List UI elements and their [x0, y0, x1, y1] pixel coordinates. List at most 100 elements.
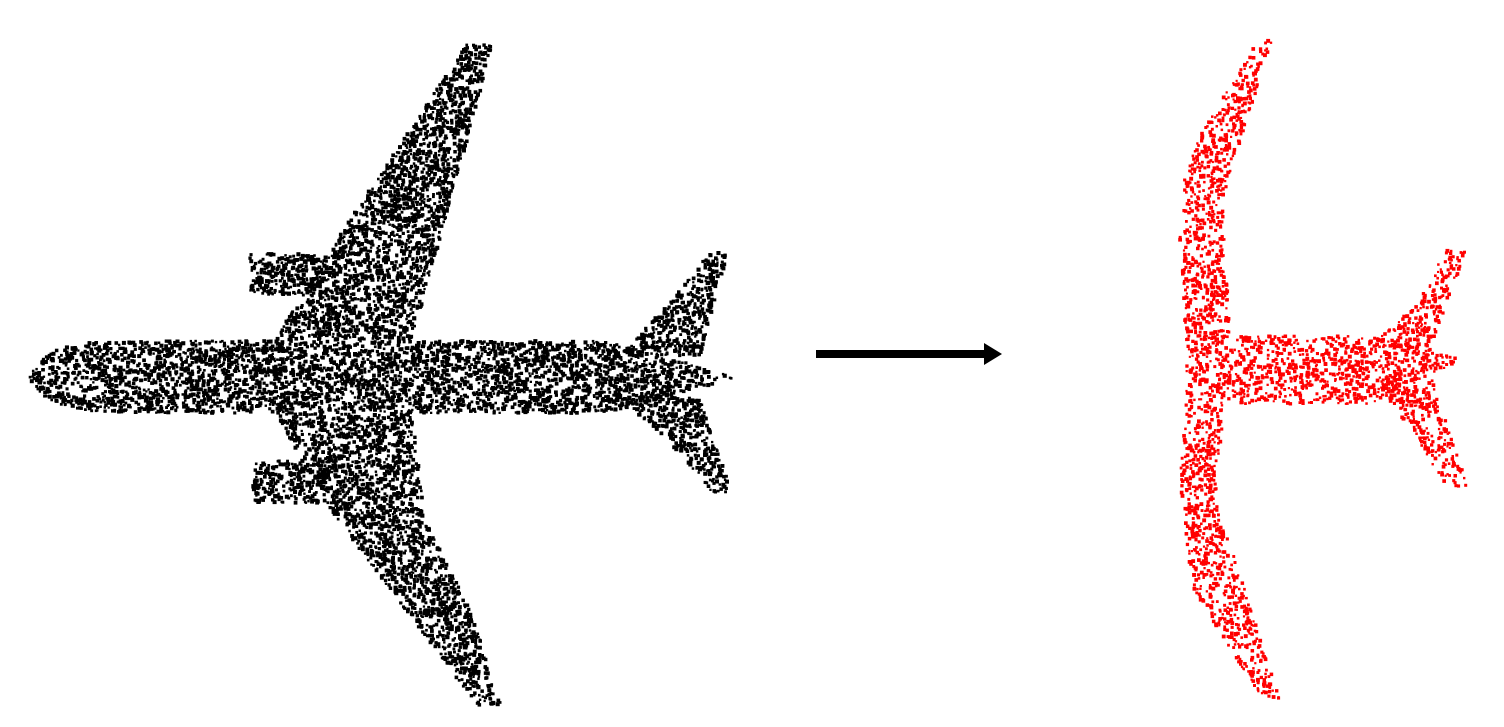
input-cloud-point: [378, 407, 382, 410]
input-cloud-point: [603, 390, 606, 394]
input-cloud-point: [385, 394, 389, 398]
input-cloud-point: [451, 385, 455, 389]
input-cloud-point: [293, 348, 296, 352]
input-cloud-point: [668, 384, 673, 389]
input-cloud-point: [236, 406, 240, 410]
input-cloud-point: [479, 373, 483, 378]
input-cloud-point: [640, 392, 644, 396]
input-cloud-point: [444, 372, 449, 377]
input-cloud-point: [450, 403, 454, 407]
input-cloud-point: [158, 378, 163, 383]
input-cloud-point: [499, 385, 504, 390]
input-cloud-point: [536, 388, 540, 393]
input-cloud-point: [385, 172, 389, 176]
input-cloud-point: [204, 361, 209, 366]
input-cloud-point: [458, 397, 462, 401]
input-cloud-point: [547, 396, 551, 401]
input-cloud-point: [145, 390, 148, 393]
input-cloud-point: [352, 405, 355, 408]
input-cloud-point: [662, 367, 667, 372]
input-cloud-point: [89, 351, 94, 356]
input-cloud-point: [300, 369, 305, 374]
input-cloud-point: [142, 388, 146, 392]
input-cloud-point: [63, 381, 67, 385]
input-cloud-point: [603, 345, 607, 349]
input-cloud-point: [523, 410, 528, 415]
input-cloud-point: [218, 383, 222, 387]
input-cloud-point: [367, 369, 371, 373]
input-cloud-point: [159, 364, 164, 369]
input-cloud-point: [324, 385, 327, 388]
input-cloud-point: [167, 370, 172, 375]
input-cloud-point: [132, 354, 136, 358]
input-cloud-point: [677, 360, 681, 364]
input-cloud-point: [107, 406, 110, 409]
input-cloud-point: [333, 372, 338, 377]
input-cloud-point: [512, 386, 515, 390]
input-cloud-point: [121, 340, 126, 345]
input-cloud-point: [45, 389, 50, 394]
input-cloud-point: [323, 298, 327, 302]
input-cloud-point: [545, 365, 549, 368]
input-cloud-point: [665, 392, 669, 397]
input-cloud-point: [287, 382, 291, 386]
input-cloud-point: [505, 372, 510, 376]
input-cloud-point: [213, 354, 218, 358]
input-cloud-point: [338, 368, 341, 372]
input-cloud-point: [445, 362, 449, 366]
input-cloud-point: [270, 354, 274, 357]
input-cloud-point: [394, 166, 398, 170]
input-cloud-point: [461, 100, 465, 105]
input-cloud-point: [280, 400, 284, 404]
input-cloud-point: [389, 352, 393, 356]
input-cloud-point: [382, 347, 386, 351]
input-cloud-point: [132, 379, 135, 382]
input-cloud-point: [460, 120, 465, 125]
input-cloud-point: [514, 349, 517, 352]
input-cloud-point: [189, 380, 194, 384]
input-cloud-point: [190, 342, 194, 346]
input-cloud-point: [223, 341, 226, 345]
input-cloud-point: [408, 401, 412, 406]
input-cloud-point: [338, 246, 343, 251]
input-cloud-point: [412, 396, 415, 400]
input-cloud-point: [319, 399, 324, 404]
input-cloud-point: [396, 343, 400, 348]
input-cloud-point: [635, 361, 638, 364]
input-cloud-point: [92, 376, 96, 381]
input-cloud-point: [406, 369, 409, 373]
input-cloud-point: [133, 347, 137, 351]
input-cloud-point: [439, 401, 444, 406]
input-cloud-point: [649, 379, 654, 383]
input-cloud-point: [643, 360, 646, 363]
input-cloud-point: [601, 376, 606, 381]
input-cloud-point: [560, 343, 564, 347]
input-cloud-point: [456, 368, 459, 371]
input-cloud-point: [244, 339, 249, 344]
input-cloud-point: [592, 394, 596, 397]
input-cloud-point: [282, 361, 285, 364]
input-cloud-point: [551, 356, 554, 359]
input-cloud-point: [396, 335, 401, 340]
input-cloud-point: [679, 371, 682, 374]
input-cloud-point: [460, 366, 465, 371]
input-cloud-point: [306, 403, 310, 408]
input-cloud-point: [387, 289, 392, 294]
input-cloud-point: [598, 403, 603, 407]
input-cloud-point: [97, 348, 102, 353]
input-cloud-point: [393, 358, 396, 361]
input-cloud-point: [523, 386, 527, 390]
input-cloud-point: [203, 355, 207, 360]
input-cloud-point: [341, 315, 345, 319]
input-cloud-point: [568, 341, 573, 346]
input-cloud-point: [280, 363, 283, 366]
input-cloud-point: [226, 351, 230, 356]
input-cloud-point: [362, 360, 366, 364]
input-cloud-point: [232, 353, 235, 356]
input-cloud-point: [28, 375, 32, 379]
input-cloud-point: [245, 408, 250, 413]
input-cloud-point: [113, 376, 117, 379]
input-cloud-point: [290, 370, 296, 375]
input-cloud-point: [224, 347, 227, 351]
